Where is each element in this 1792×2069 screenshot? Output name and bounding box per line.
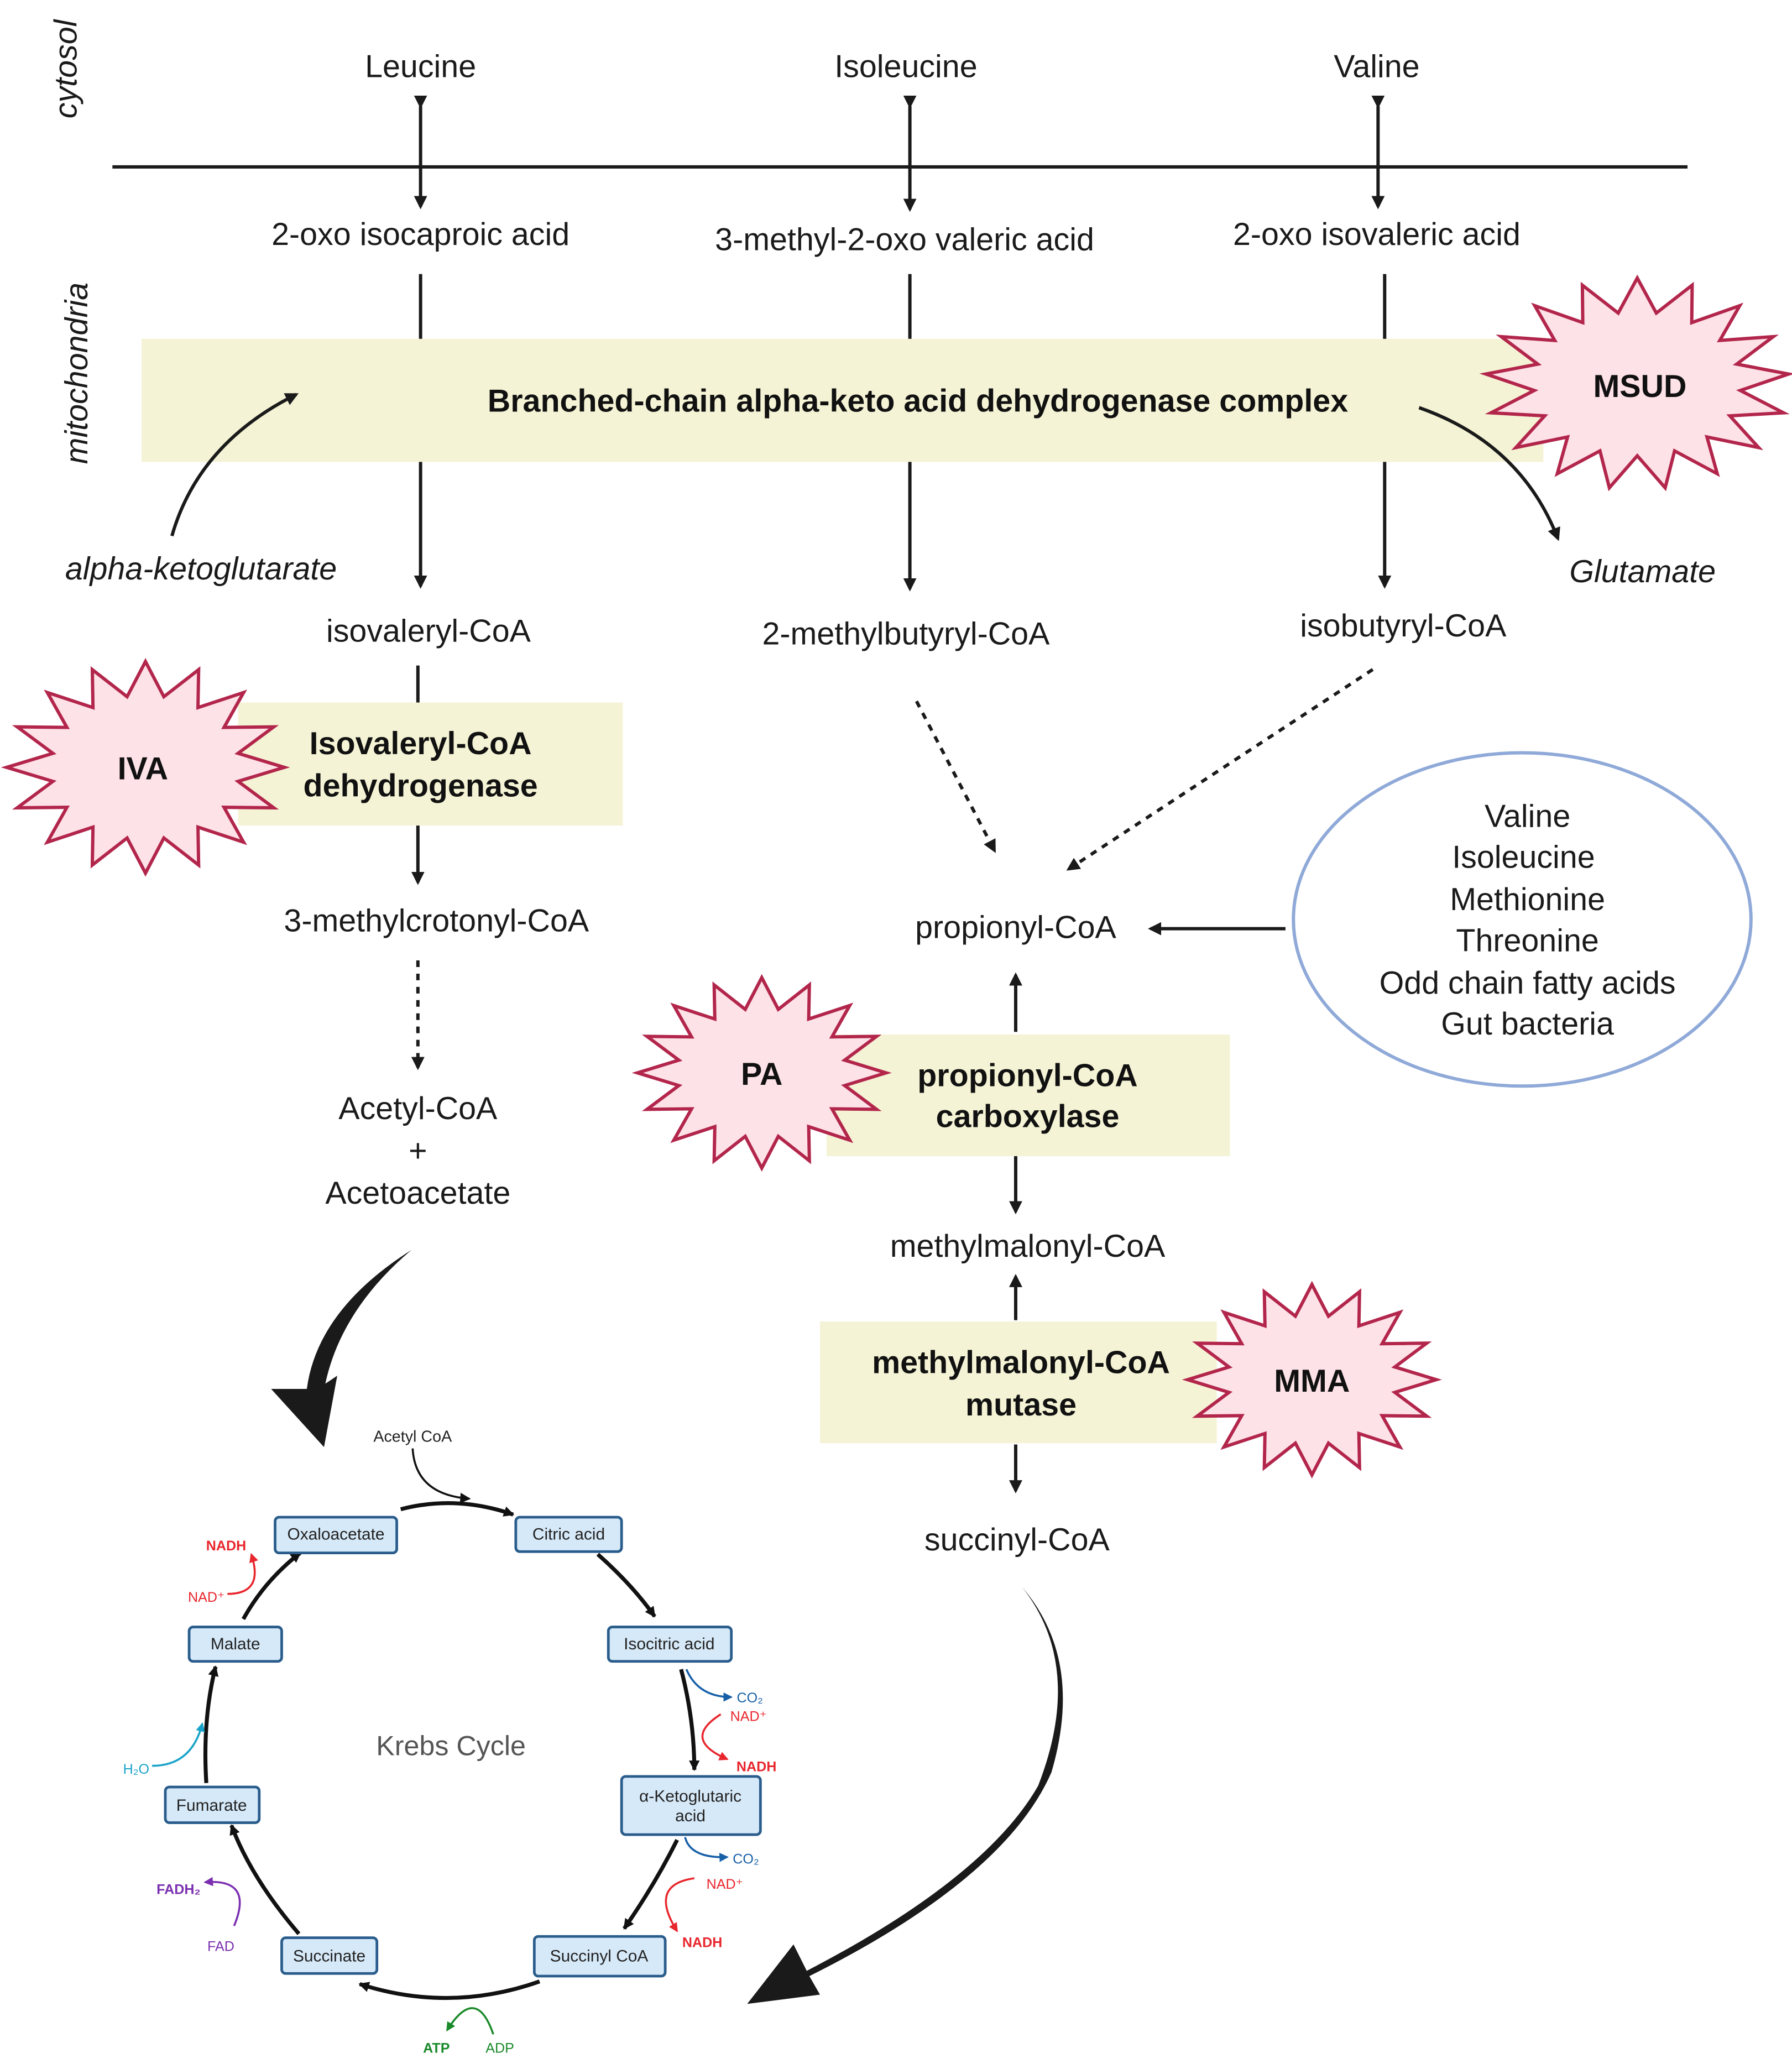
source-item: Odd chain fatty acids: [1380, 965, 1676, 1001]
fadh2: FADH₂: [156, 1882, 201, 1898]
big-arrow-to-krebs-right: [747, 1587, 1063, 2004]
methylmalonyl-coa: methylmalonyl-CoA: [890, 1229, 1166, 1264]
ivd-label-2: dehydrogenase: [304, 768, 538, 803]
transport-arrows: [414, 95, 1385, 212]
nad-malate: NAD⁺: [188, 1590, 224, 1605]
svg-text:Succinate: Succinate: [293, 1947, 365, 1966]
svg-text:Isocitric acid: Isocitric acid: [624, 1635, 714, 1653]
ivd-band: [238, 702, 623, 826]
h2o: H₂O: [123, 1762, 149, 1777]
msud-starburst: [1479, 274, 1792, 492]
atp: ATP: [423, 2041, 450, 2056]
krebs-input-acetyl-coa: Acetyl CoA: [373, 1428, 452, 1446]
co2-2: CO₂: [733, 1852, 759, 1867]
svg-text:Citric acid: Citric acid: [532, 1525, 605, 1544]
isoleucine: Isoleucine: [834, 49, 977, 84]
glutamate-arrow: [1418, 406, 1560, 541]
krebs-step-malate: Malate: [187, 1626, 283, 1663]
akg-label: alpha-ketoglutarate: [65, 551, 337, 587]
fad: FAD: [207, 1939, 234, 1955]
propionyl-sources-ellipse: [1292, 751, 1753, 1088]
krebs-step-fumarate: Fumarate: [164, 1785, 261, 1824]
leucine: Leucine: [365, 49, 476, 84]
pcc-band: [826, 1034, 1230, 1157]
adp: ADP: [485, 2041, 514, 2056]
bckdh-label: Branched-chain alpha-keto acid dehydroge…: [488, 383, 1348, 419]
co2-1: CO₂: [736, 1690, 762, 1706]
source-item: Isoleucine: [1452, 840, 1595, 875]
krebs-step-succinate: Succinate: [280, 1936, 379, 1975]
svg-text:Fumarate: Fumarate: [176, 1796, 247, 1815]
akg-arrow: [170, 393, 299, 537]
isovaleryl-coa: isovaleryl-CoA: [326, 614, 531, 649]
svg-text:Oxaloacetate: Oxaloacetate: [288, 1525, 385, 1544]
nadh-malate: NADH: [206, 1538, 247, 1554]
krebs-cycle: Acetyl CoA Krebs Cycle Oxaloacetate Citr…: [123, 1428, 777, 2056]
valine: Valine: [1334, 49, 1419, 84]
keto-acid-valine: 2-oxo isovaleric acid: [1233, 217, 1521, 252]
nad-2: NAD⁺: [730, 1709, 767, 1724]
acetoacetate: Acetoacetate: [325, 1175, 510, 1211]
mcm-label-2: mutase: [965, 1387, 1077, 1423]
source-item: Threonine: [1456, 923, 1598, 958]
isobutyryl-coa: isobutyryl-CoA: [1300, 608, 1507, 644]
svg-text:acid: acid: [675, 1807, 706, 1825]
glutamate-label: Glutamate: [1569, 554, 1716, 589]
iva-label: IVA: [118, 751, 168, 786]
ivd-label-1: Isovaleryl-CoA: [310, 726, 532, 761]
propionyl-coa: propionyl-CoA: [915, 910, 1116, 945]
pa-label: PA: [741, 1057, 782, 1092]
mma-starburst: [1182, 1281, 1442, 1478]
acetyl-coa: Acetyl-CoA: [338, 1091, 498, 1126]
bckdh-band: [141, 338, 1544, 462]
plus-sign: +: [409, 1133, 427, 1169]
iva-starburst: [1, 658, 290, 877]
source-item: Valine: [1485, 798, 1570, 834]
mma-label: MMA: [1274, 1363, 1350, 1399]
krebs-step-succinyl-coa: Succinyl CoA: [532, 1935, 667, 1978]
pa-starburst: [631, 974, 892, 1172]
krebs-step-citric-acid: Citric acid: [514, 1516, 623, 1553]
svg-text:Malate: Malate: [211, 1635, 260, 1653]
mcm-label-1: methylmalonyl-CoA: [872, 1345, 1170, 1380]
succinyl-coa: succinyl-CoA: [924, 1522, 1110, 1558]
pcc-label-2: carboxylase: [936, 1099, 1120, 1134]
krebs-step-isocitric-acid: Isocitric acid: [607, 1626, 733, 1663]
mitochondria-label: mitochondria: [59, 283, 95, 464]
propionyl-sources: Valine Isoleucine Methionine Threonine O…: [1380, 798, 1676, 1042]
krebs-step-oxaloacetate: Oxaloacetate: [274, 1516, 398, 1555]
big-arrow-to-krebs-left: [271, 1250, 411, 1448]
krebs-step-alpha-ketoglutaric-acid: α-Ketoglutaric acid: [620, 1775, 762, 1836]
source-item: Methionine: [1450, 882, 1605, 917]
nadh-2: NADH: [736, 1759, 777, 1774]
svg-text:Succinyl CoA: Succinyl CoA: [550, 1947, 649, 1966]
cytosol-label: cytosol: [49, 18, 84, 118]
nad-3: NAD⁺: [707, 1877, 743, 1892]
krebs-title: Krebs Cycle: [376, 1731, 526, 1762]
nadh-3: NADH: [682, 1935, 723, 1950]
keto-acid-isoleucine: 3-methyl-2-oxo valeric acid: [715, 222, 1094, 258]
msud-label: MSUD: [1593, 369, 1686, 404]
pcc-label-1: propionyl-CoA: [917, 1058, 1137, 1093]
keto-acid-leucine: 2-oxo isocaproic acid: [271, 217, 570, 252]
svg-text:α-Ketoglutaric: α-Ketoglutaric: [639, 1787, 741, 1805]
mcm-band: [819, 1321, 1217, 1444]
2-methylbutyryl-coa: 2-methylbutyryl-CoA: [762, 616, 1051, 651]
3-methylcrotonyl-coa: 3-methylcrotonyl-CoA: [284, 903, 589, 938]
source-item: Gut bacteria: [1441, 1006, 1614, 1042]
